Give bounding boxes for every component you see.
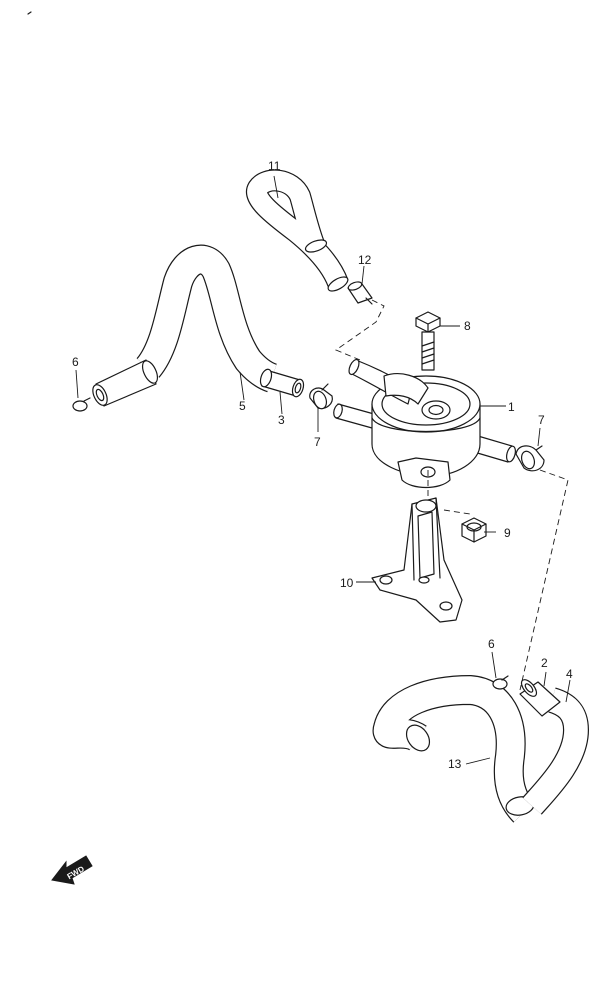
hose-3: [259, 368, 305, 398]
callout-10: 10: [340, 576, 354, 590]
hose-4: [522, 687, 589, 815]
assembly-line-upper: [335, 299, 385, 361]
clamp-7-left: [309, 383, 333, 410]
callout-11: 11: [268, 159, 281, 173]
connector-12: [347, 281, 373, 305]
hose-13: [372, 675, 536, 823]
callout-7-right: 7: [538, 413, 545, 427]
callout-4: 4: [566, 667, 573, 681]
assembly-line-nut: [443, 509, 471, 515]
callout-5: 5: [239, 399, 246, 413]
callout-12: 12: [358, 253, 372, 267]
hose-5-sleeve: [92, 359, 159, 407]
clip-6-lower: [492, 675, 509, 690]
assembly-line-right: [519, 469, 569, 691]
nut-9: [461, 517, 487, 543]
hose-2: [519, 679, 561, 717]
fuel-filter-1: [333, 358, 516, 489]
callout-7-left: 7: [314, 435, 321, 449]
fwd-arrow-icon: FWD: [51, 855, 93, 885]
callout-6-upper: 6: [72, 355, 79, 369]
callout-6-lower: 6: [488, 637, 495, 651]
clip-6-upper: [72, 397, 91, 412]
hose-11: [246, 169, 349, 292]
clamp-7-right: [515, 445, 545, 472]
callout-13: 13: [448, 757, 462, 771]
callout-8: 8: [464, 319, 471, 333]
hose-5: [135, 244, 278, 393]
leader-lines: [75, 175, 571, 765]
callout-3: 3: [278, 413, 285, 427]
callout-9: 9: [504, 526, 511, 540]
bracket-10: [371, 497, 463, 623]
callout-2: 2: [541, 656, 548, 670]
corner-mark: [27, 11, 32, 15]
bolt-8: [415, 311, 441, 371]
callout-1: 1: [508, 400, 515, 414]
